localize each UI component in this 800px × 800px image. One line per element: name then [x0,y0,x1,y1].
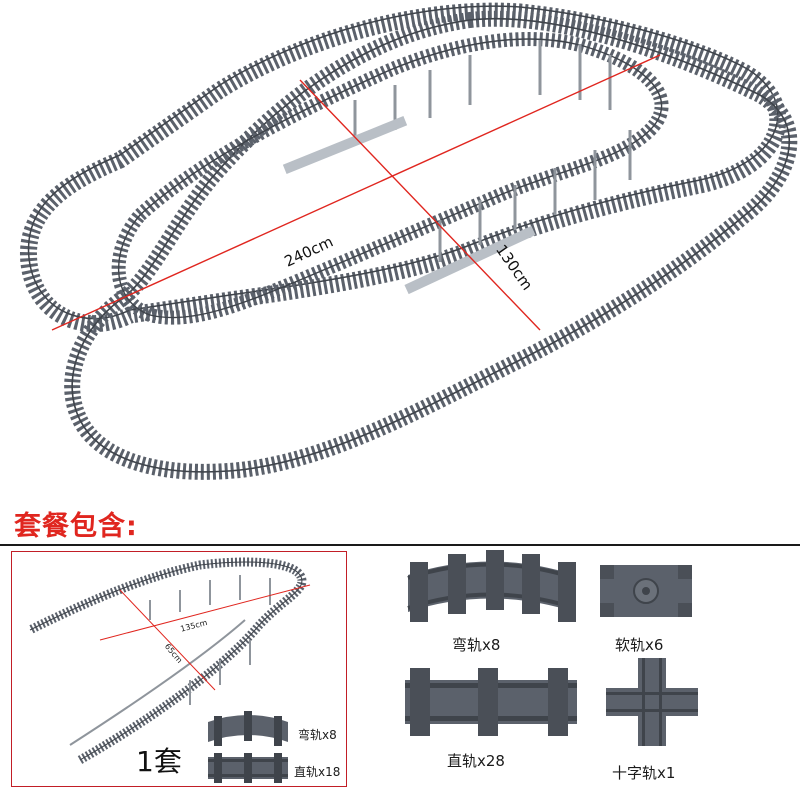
section-divider [0,544,800,546]
cross-track-label: 十字轨x1 [612,764,676,782]
measurement-lines [51,54,661,331]
flexible-track-part [600,565,692,617]
preview-straight-label: 直轨x18 [294,765,341,779]
preview-length-line [99,584,311,641]
preview-curved-label: 弯轨x8 [298,728,337,742]
preview-width-line [119,589,216,691]
preview-track [27,557,311,764]
straight-track-part [405,668,577,736]
elevated-inner-track [111,32,669,325]
straight-track-label: 直轨x28 [447,752,505,770]
main-oval-track [64,10,798,480]
width-label: 130cm [492,241,536,294]
curved-track-label: 弯轨x8 [452,636,501,654]
preview-straight-icon [208,753,288,783]
package-title: 套餐包含: [14,511,138,542]
flexible-track-label: 软轨x6 [615,636,664,654]
set-count: 1套 [136,745,182,778]
curved-track-part [407,550,576,622]
preview-frame [11,551,347,787]
length-measure-line [51,54,661,331]
width-measure-line [299,79,541,331]
cross-track-part [606,658,698,746]
length-label: 240cm [282,233,336,271]
preview-curved-icon [208,711,288,746]
